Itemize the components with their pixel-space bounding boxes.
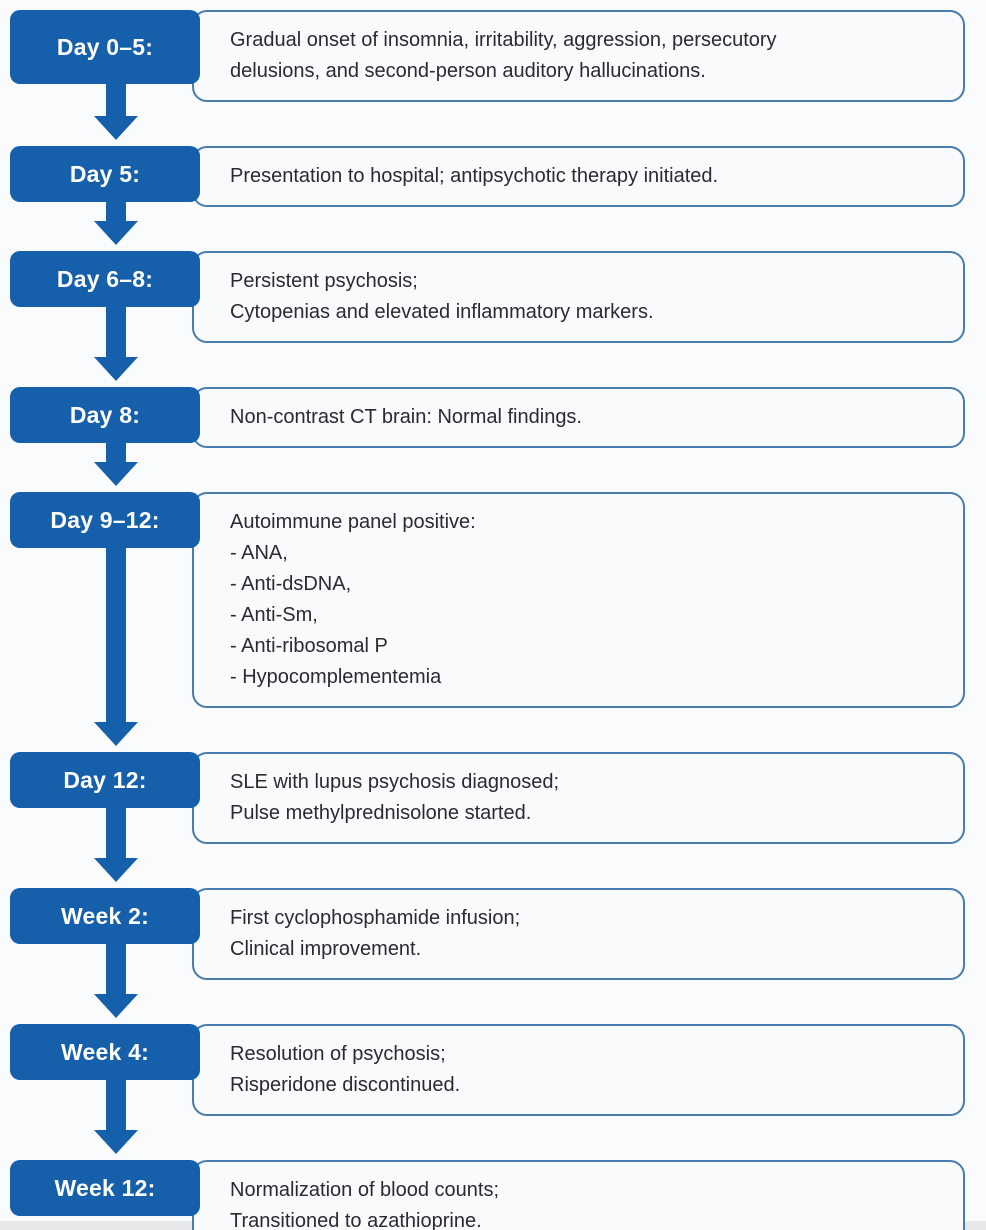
timeline-label-text: Day 6–8: — [56, 265, 154, 292]
timeline-content-box: Normalization of blood counts; Transition… — [192, 1160, 965, 1230]
down-arrow-icon — [94, 542, 138, 746]
timeline-label-box: Day 9–12: — [10, 492, 200, 548]
timeline-content-lines: SLE with lupus psychosis diagnosed; Pulse… — [230, 767, 949, 829]
timeline-content-box: Resolution of psychosis; Risperidone disc… — [192, 1024, 965, 1116]
down-arrow-head — [94, 722, 138, 746]
timeline-content-lines: Autoimmune panel positive: - ANA, - Anti-d… — [230, 507, 949, 693]
timeline-content-line: delusions, and second-person auditory ha… — [230, 60, 706, 82]
down-arrow-stem — [106, 437, 126, 462]
timeline-content-lines: Non-contrast CT brain: Normal findings. — [230, 402, 949, 433]
timeline-content-box: First cyclophosphamide infusion; Clinical… — [192, 888, 965, 980]
timeline-content-lines: Gradual onset of insomnia, irritability,… — [230, 25, 949, 87]
timeline-content-line: Autoimmune panel positive: — [230, 511, 476, 533]
down-arrow-stem — [106, 301, 126, 357]
timeline-label-text: Day 8: — [69, 401, 141, 428]
timeline-label-box: Day 8: — [10, 387, 200, 443]
timeline-content-lines: Presentation to hospital; antipsychotic … — [230, 161, 949, 192]
timeline-content-line: Pulse methylprednisolone started. — [230, 802, 532, 824]
timeline-content-lines: Resolution of psychosis; Risperidone disc… — [230, 1039, 949, 1101]
timeline-content-line: SLE with lupus psychosis diagnosed; — [230, 771, 560, 793]
timeline-row: Week 4: Resolution of psychosis; Risperid… — [10, 1024, 965, 1154]
down-arrow-stem — [106, 542, 126, 722]
timeline-label-box: Week 2: — [10, 888, 200, 944]
down-arrow-stem — [106, 196, 126, 221]
timeline-content-lines: First cyclophosphamide infusion; Clinical… — [230, 903, 949, 965]
timeline-content-line: Presentation to hospital; antipsychotic … — [230, 165, 719, 187]
timeline-content-box: Non-contrast CT brain: Normal findings. — [192, 387, 965, 448]
timeline-row: Day 6–8: Persistent psychosis; Cytopenias… — [10, 251, 965, 381]
timeline-label-box: Week 12: — [10, 1160, 200, 1216]
timeline-content-box: Presentation to hospital; antipsychotic … — [192, 146, 965, 207]
timeline-label-box: Day 12: — [10, 752, 200, 808]
timeline-label-text: Day 0–5: — [56, 33, 154, 60]
down-arrow-head — [94, 462, 138, 486]
timeline-content-line: Cytopenias and elevated inflammatory mar… — [230, 301, 654, 323]
timeline-label-text: Day 9–12: — [50, 506, 160, 533]
down-arrow-icon — [94, 802, 138, 882]
timeline-row: Day 8: Non-contrast CT brain: Normal fin… — [10, 387, 965, 486]
timeline-row: Week 12: Normalization of blood counts; T… — [10, 1160, 965, 1230]
timeline-content-line: Risperidone discontinued. — [230, 1074, 461, 1096]
timeline-label-box: Day 0–5: — [10, 10, 200, 84]
timeline-label-box: Week 4: — [10, 1024, 200, 1080]
timeline-content-line: Non-contrast CT brain: Normal findings. — [230, 406, 582, 428]
timeline-content-box: Gradual onset of insomnia, irritability,… — [192, 10, 965, 102]
down-arrow-icon — [94, 301, 138, 381]
timeline-content-line: - ANA, — [230, 542, 288, 564]
timeline-content-line: - Anti-Sm, — [230, 604, 318, 626]
down-arrow-icon — [94, 196, 138, 245]
timeline-label-text: Day 12: — [63, 766, 147, 793]
down-arrow-stem — [106, 1074, 126, 1130]
down-arrow-icon — [94, 1074, 138, 1154]
down-arrow-icon — [94, 938, 138, 1018]
timeline-content-line: Persistent psychosis; — [230, 270, 418, 292]
timeline-content-line: - Anti-dsDNA, — [230, 573, 352, 595]
timeline-row: Day 12: SLE with lupus psychosis diagnos… — [10, 752, 965, 882]
down-arrow-head — [94, 994, 138, 1018]
down-arrow-stem — [106, 802, 126, 858]
timeline-content-box: Persistent psychosis; Cytopenias and elev… — [192, 251, 965, 343]
timeline-content-lines: Normalization of blood counts; Transition… — [230, 1175, 949, 1230]
timeline-row: Week 2: First cyclophosphamide infusion;… — [10, 888, 965, 1018]
timeline-label-box: Day 6–8: — [10, 251, 200, 307]
timeline-content-line: First cyclophosphamide infusion; — [230, 907, 521, 929]
down-arrow-head — [94, 858, 138, 882]
timeline-label-text: Week 4: — [61, 1038, 149, 1065]
timeline-content-lines: Persistent psychosis; Cytopenias and elev… — [230, 266, 949, 328]
down-arrow-head — [94, 357, 138, 381]
timeline-content-line: Resolution of psychosis; — [230, 1043, 446, 1065]
timeline-row: Day 9–12: Autoimmune panel positive: - AN… — [10, 492, 965, 746]
down-arrow-head — [94, 221, 138, 245]
down-arrow-stem — [106, 938, 126, 994]
timeline-content-line: Gradual onset of insomnia, irritability,… — [230, 29, 777, 51]
timeline-row: Day 5: Presentation to hospital; antipsy… — [10, 146, 965, 245]
timeline-content-line: - Hypocomplementemia — [230, 666, 442, 688]
timeline-label-box: Day 5: — [10, 146, 200, 202]
down-arrow-head — [94, 1130, 138, 1154]
timeline-content-line: Normalization of blood counts; — [230, 1179, 500, 1201]
down-arrow-head — [94, 116, 138, 140]
down-arrow-icon — [94, 437, 138, 486]
timeline-content-box: Autoimmune panel positive: - ANA, - Anti-d… — [192, 492, 965, 708]
timeline-label-text: Day 5: — [69, 160, 141, 187]
timeline-label-text: Week 12: — [54, 1174, 156, 1201]
timeline-content-line: - Anti-ribosomal P — [230, 635, 388, 657]
timeline-content-box: SLE with lupus psychosis diagnosed; Pulse… — [192, 752, 965, 844]
timeline-label-text: Week 2: — [61, 902, 149, 929]
timeline-content-line: Transitioned to azathioprine. — [230, 1210, 482, 1230]
timeline-content-line: Clinical improvement. — [230, 938, 422, 960]
timeline-row: Day 0–5: Gradual onset of insomnia, irri… — [10, 10, 965, 140]
